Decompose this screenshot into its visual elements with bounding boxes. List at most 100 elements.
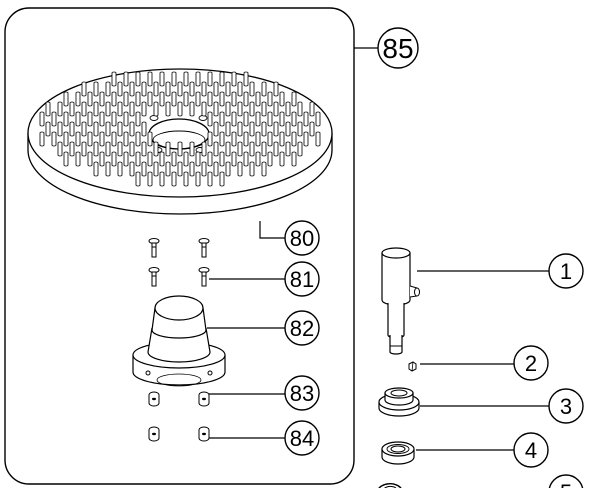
disc-pin (129, 121, 135, 137)
callout-1-circle (548, 253, 584, 289)
disc-pin (237, 81, 243, 97)
disc-pin (195, 151, 201, 167)
disc-pin (81, 121, 87, 137)
disc-pin (213, 141, 219, 157)
disc-pin (303, 131, 309, 147)
disc-pin (57, 141, 63, 157)
disc-pin (189, 141, 195, 157)
disc-pin (183, 171, 189, 187)
disc-pin (141, 81, 147, 97)
disc-pin (273, 121, 279, 137)
disc-pin (93, 121, 99, 137)
disc-pin (69, 121, 75, 137)
callout-3-label: 3 (560, 394, 572, 419)
callout-84-label: 84 (290, 426, 314, 451)
disc-pin (147, 151, 153, 167)
disc-pin (135, 131, 141, 147)
callout-84-circle (284, 420, 320, 456)
disc-pin (123, 151, 129, 167)
disc-pin (261, 101, 267, 117)
disc-pin (201, 81, 207, 97)
callout-80-label: 80 (290, 226, 314, 251)
disc-pin (153, 81, 159, 97)
disc-pin (111, 91, 117, 107)
disc-pin (279, 151, 285, 167)
disc-pins (39, 71, 321, 187)
callout-2-circle (513, 345, 549, 381)
screws (148, 238, 210, 287)
disc-pin (255, 151, 261, 167)
disc-pin (93, 101, 99, 117)
disc-pin (135, 71, 141, 87)
disc-pin (105, 101, 111, 117)
disc-pin (225, 141, 231, 157)
disc-pin (159, 151, 165, 167)
disc-pin (135, 111, 141, 127)
disc-pin (207, 131, 213, 147)
disc-pin (87, 151, 93, 167)
disc-pin (105, 121, 111, 137)
disc-pin (279, 91, 285, 107)
disc-pin (171, 91, 177, 107)
disc-pin (183, 71, 189, 87)
disc-pin (195, 91, 201, 107)
disc-pin (147, 91, 153, 107)
disc-pin (153, 101, 159, 117)
disc-pin (207, 151, 213, 167)
disc-pin (117, 141, 123, 157)
disc-pin (279, 111, 285, 127)
disc-pin (267, 131, 273, 147)
disc-pin (249, 81, 255, 97)
disc-pin (219, 131, 225, 147)
disc-pin (111, 131, 117, 147)
disc-pin (231, 131, 237, 147)
disc-pin (315, 111, 321, 127)
disc-pin (57, 121, 63, 137)
disc-pin (51, 111, 57, 127)
disc-pin (129, 161, 135, 177)
disc-pin (87, 131, 93, 147)
disc-pin (123, 131, 129, 147)
disc-pin (123, 111, 129, 127)
disc-pin (159, 91, 165, 107)
disc-pin (75, 111, 81, 127)
disc-pin (177, 101, 183, 117)
callout-82-circle (284, 310, 320, 346)
disc-pin (291, 131, 297, 147)
disc-pin (165, 101, 171, 117)
callout-4-circle (513, 432, 549, 468)
disc-pin (243, 131, 249, 147)
disc-pin (153, 161, 159, 177)
disc-pin (195, 171, 201, 187)
disc-pin (249, 101, 255, 117)
disc-pin (111, 111, 117, 127)
disc-pin (315, 131, 321, 147)
disc-pin (249, 161, 255, 177)
disc-pin (93, 141, 99, 157)
bearing-part (381, 441, 415, 465)
disc-pin (81, 141, 87, 157)
disc-pin (237, 121, 243, 137)
disc-pin (249, 121, 255, 137)
disc-pin (231, 71, 237, 87)
disc-pin (75, 131, 81, 147)
disc-pin (207, 111, 213, 127)
callout-81-circle (284, 261, 320, 297)
disc-pin (285, 141, 291, 157)
disc-pin (291, 91, 297, 107)
disc-pin (129, 101, 135, 117)
disc-pin (183, 91, 189, 107)
disc-pin (291, 151, 297, 167)
shaft-part (381, 247, 420, 355)
disc-pin (285, 101, 291, 117)
disc-pin (45, 101, 51, 117)
disc-pin (201, 161, 207, 177)
disc-pin (279, 131, 285, 147)
disc-pin (237, 141, 243, 157)
disc-pin (213, 121, 219, 137)
callout-5-circle (548, 474, 584, 488)
disc-pin (243, 71, 249, 87)
disc-pin (243, 151, 249, 167)
disc-pin (111, 71, 117, 87)
